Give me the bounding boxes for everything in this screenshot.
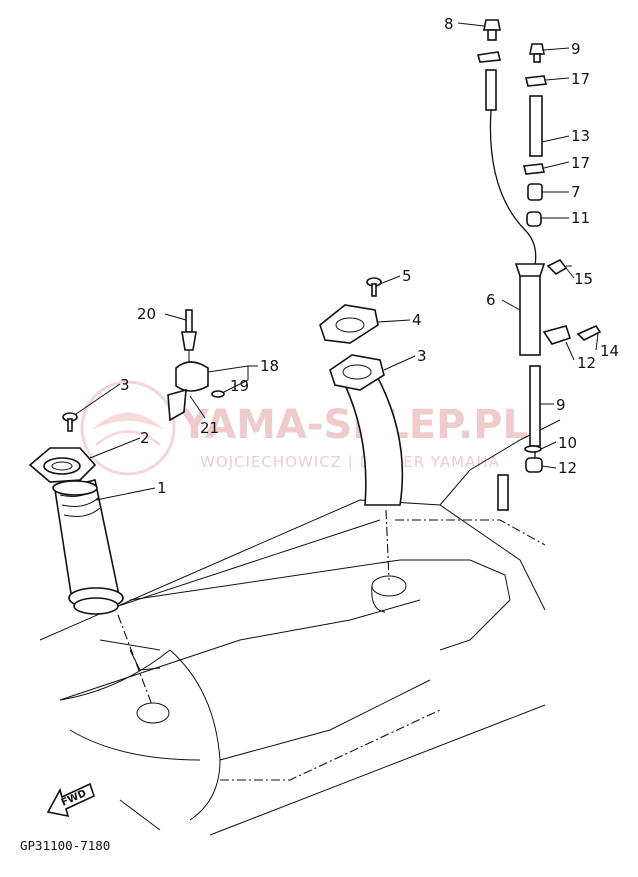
vent-elbow-part-4: [329, 354, 404, 506]
centerline-vent: [385, 509, 390, 581]
callout-11: 10: [558, 434, 577, 452]
callouts: 8 9 17 13 17 7 11 15 6 14 12 9 10 12 5 4…: [120, 15, 619, 497]
callout-10: 9: [556, 396, 566, 414]
callout-1: 1: [157, 479, 167, 497]
callout-20: 20: [137, 305, 156, 323]
callout-5: 4: [412, 311, 422, 329]
callout-9a: 8: [444, 15, 454, 33]
watermark-subtitle: WOJCIECHOWICZ | DEALER YAMAHA: [200, 453, 500, 471]
watermark-title: YAMA-SKLEP.PL: [179, 402, 528, 448]
screw-part-6: [366, 277, 382, 297]
callout-3: 3: [120, 376, 130, 394]
callout-7: 6: [486, 291, 496, 309]
callout-17a: 17: [571, 70, 590, 88]
watermark: YAMA-SKLEP.PL WOJCIECHOWICZ | DEALER YAM…: [80, 380, 528, 476]
callout-9b: 9: [571, 40, 581, 58]
callout-6: 5: [402, 267, 412, 285]
callout-18: 18: [260, 357, 279, 375]
callout-15: 15: [574, 270, 593, 288]
drawing-code: GP31100-7180: [20, 838, 110, 853]
callout-13: 13: [571, 127, 590, 145]
callout-17b: 17: [571, 154, 590, 172]
hull-outline: [39, 419, 561, 836]
filler-flange-part-2: [28, 447, 98, 496]
clamp-assembly-part-18-21: [167, 309, 225, 422]
gasket-part-5: [319, 304, 379, 344]
breather-assembly: [476, 19, 602, 511]
callout-12a: 11: [571, 209, 590, 227]
callout-12b: 12: [558, 459, 577, 477]
fwd-arrow-icon: FWD: [46, 782, 95, 818]
callout-8: 7: [571, 183, 581, 201]
centerline-filler: [117, 614, 153, 706]
leader-lines: [75, 22, 599, 501]
callout-4: 3: [417, 347, 427, 365]
callout-19: 19: [230, 377, 249, 395]
callout-21: 21: [200, 419, 219, 437]
callout-2: 2: [140, 429, 150, 447]
screw-part-3: [62, 412, 78, 432]
filler-hose-part-1: [54, 479, 124, 615]
callout-14: 12: [577, 354, 596, 372]
callout-16: 14: [600, 342, 619, 360]
